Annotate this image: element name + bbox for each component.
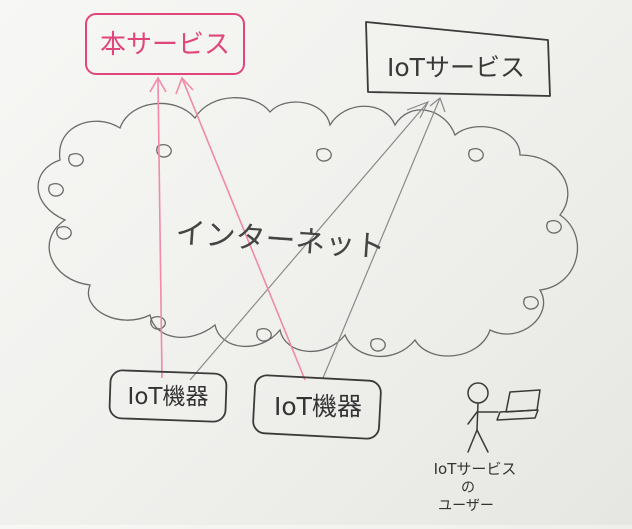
laptop-icon (496, 389, 541, 421)
arrowhead-this-service-1 (149, 76, 167, 93)
iot-service-box: IoTサービス (365, 21, 551, 97)
arrowhead-iot-service-2 (429, 97, 446, 113)
this-service-label: 本サービス (100, 30, 230, 60)
user-caption-line2: の (461, 480, 475, 496)
iot-service-label: IoTサービス (387, 53, 525, 82)
internet-cloud (37, 97, 579, 357)
arrowhead-this-service-2 (175, 76, 194, 95)
pink-connection-lines (149, 76, 306, 381)
user-caption-line3: ユーザー (438, 498, 494, 514)
line-device-a-to-iot-service (189, 101, 429, 381)
line-device-b-to-this-service (181, 77, 306, 381)
line-device-b-to-iot-service (322, 97, 441, 379)
iot-device-a-label: IoT機器 (128, 384, 209, 410)
iot-device-b-label: IoT機器 (274, 392, 362, 421)
arrowhead-iot-service-1 (406, 100, 430, 119)
user-caption: IoTサービス の ユーザー (434, 460, 517, 514)
iot-device-b-box: IoT機器 (252, 374, 382, 440)
line-device-a-to-this-service (157, 79, 163, 379)
stick-figure-user-icon (467, 382, 499, 453)
this-service-box: 本サービス (85, 13, 245, 75)
internet-label: インターネット (174, 216, 386, 266)
gray-connection-lines (189, 97, 446, 381)
iot-device-a-box: IoT機器 (108, 369, 228, 423)
user-caption-line1: IoTサービス (434, 460, 517, 478)
